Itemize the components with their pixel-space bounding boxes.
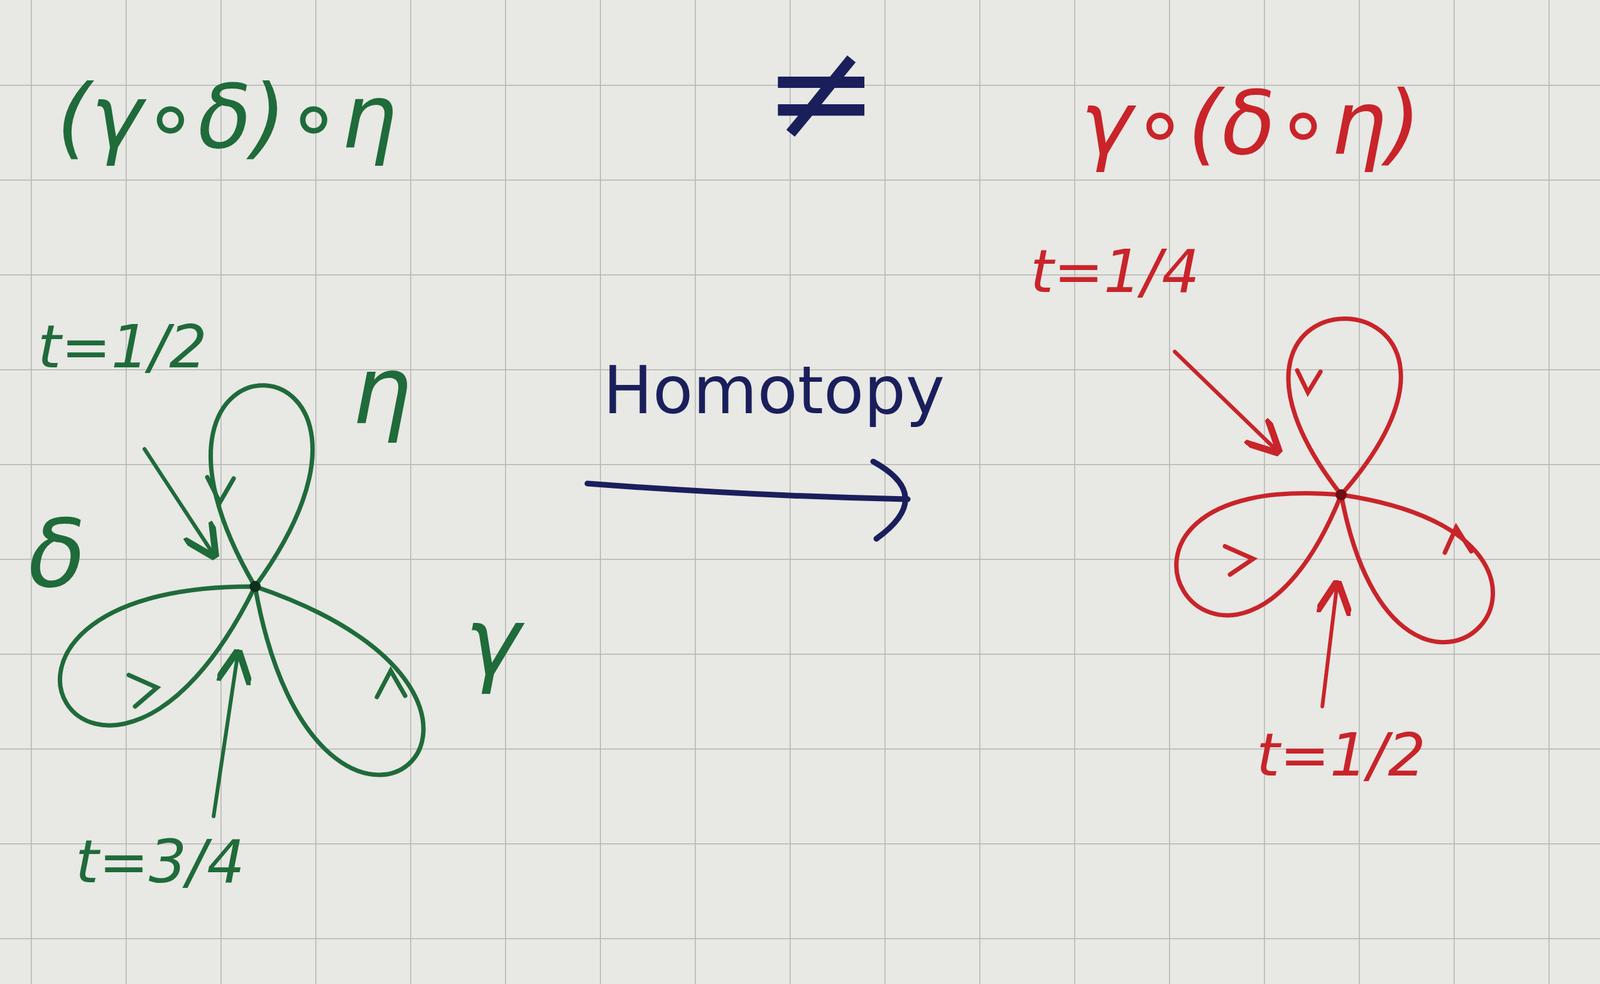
pointer-arrow [213,656,238,817]
expression: (γ∘δ)∘η [56,69,398,166]
loop-name: γ [464,590,521,695]
green-loops [59,385,424,817]
right-loop [1341,495,1493,643]
arrow-label: Homotopy [603,354,945,428]
base-point [249,581,261,593]
time-label: t=1/4 [1030,238,1200,305]
top-loop [1288,318,1401,496]
direction-mark [1297,370,1321,393]
time-label: t=1/2 [37,314,208,381]
direction-mark [207,477,234,503]
expression: γ∘(δ∘η) [1080,75,1421,173]
base-point [1335,489,1347,501]
relation-symbol: ≠ [763,15,879,168]
direction-mark [1444,527,1472,553]
direction-mark [128,675,158,707]
homotopy-arrow [587,461,908,539]
direction-mark [376,670,406,698]
eta-loop [210,385,313,587]
pointer-arrow [1322,587,1337,707]
gamma-loop [255,586,424,776]
arrow-shaft [587,483,908,500]
loop-name: δ [28,502,87,607]
left-loop [1176,493,1342,615]
delta-loop [59,586,256,726]
direction-mark [1224,546,1254,575]
arrow-head [873,461,906,539]
pointer-arrow [1174,351,1276,450]
time-label: t=1/2 [1256,722,1426,789]
pointer-arrow [144,449,213,553]
loop-name: η [351,339,412,443]
red-loops [1174,318,1493,707]
time-label: t=3/4 [75,829,245,896]
